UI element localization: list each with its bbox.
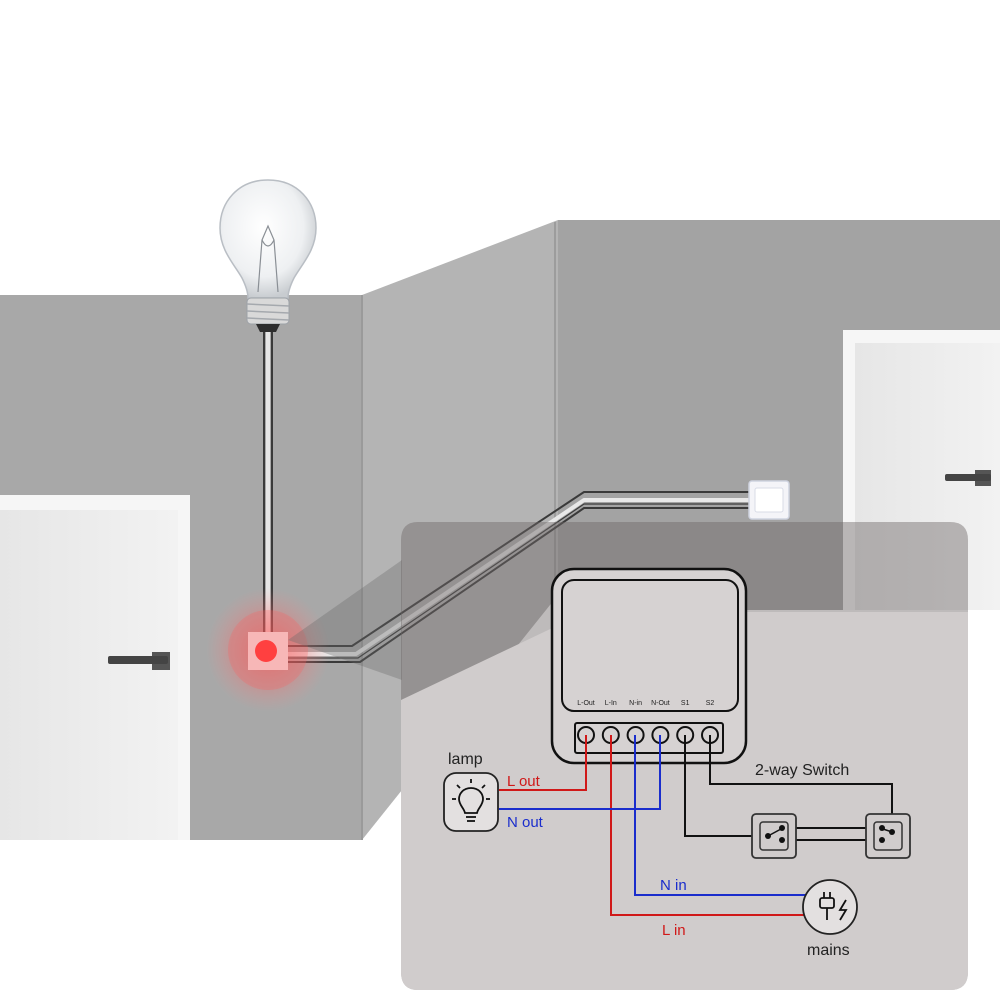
terminal-label: N-in [629, 700, 642, 707]
wire-s2 [709, 735, 893, 831]
wire-l-out [499, 735, 587, 791]
two-way-switch-a [751, 813, 797, 859]
light-bulb-icon [219, 179, 317, 332]
wire-n-out [499, 735, 661, 810]
l-out-label: L out [507, 773, 541, 790]
terminal-label: L-In [605, 700, 617, 707]
corner-wall [362, 220, 558, 840]
wire-s1 [684, 735, 767, 837]
wire-n-in [634, 735, 806, 896]
module-location-marker [206, 588, 330, 712]
terminal-label: L-Out [577, 700, 595, 707]
right-door [843, 330, 1000, 610]
zoom-connector [288, 560, 402, 680]
terminal-labels: L-Out L-In N-in N-Out S1 S2 [577, 700, 714, 707]
left-door [0, 495, 190, 840]
wire-l-in [610, 735, 806, 916]
mains-plug-icon [802, 879, 858, 935]
ceiling-cable [263, 328, 273, 638]
terminal-label: S1 [681, 700, 690, 707]
wall-switch-icon [748, 480, 790, 520]
n-in-label: N in [660, 877, 687, 894]
lamp-icon [443, 772, 499, 832]
terminal-label: N-Out [651, 700, 670, 707]
smart-relay-module: L-Out L-In N-in N-Out S1 S2 [550, 567, 748, 765]
terminal-label: S2 [706, 700, 715, 707]
door-handle-icon [945, 470, 991, 486]
mains-label: mains [807, 942, 850, 959]
l-in-label: L in [662, 922, 686, 939]
door-handle-icon [108, 652, 170, 670]
two-way-switch-b [865, 813, 911, 859]
lamp-label: lamp [448, 751, 483, 768]
n-out-label: N out [507, 814, 544, 831]
two-way-switch-label: 2-way Switch [755, 762, 849, 779]
